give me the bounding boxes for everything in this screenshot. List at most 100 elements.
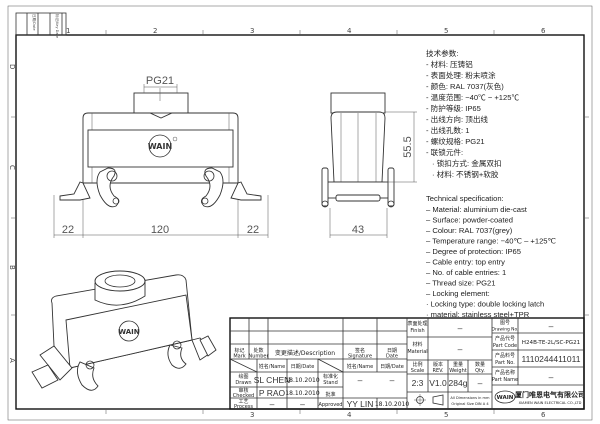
part-no-label-cn: 产品料号 (495, 352, 515, 359)
thread-size-label: PG21 (146, 75, 174, 87)
projection-symbol-icon (414, 394, 444, 406)
iso-foot-left (31, 364, 59, 389)
number-label-cn: 处数 (253, 347, 263, 354)
part-name-label: Part Name (492, 377, 518, 383)
drawn-date: 18.10.2010 (285, 377, 320, 384)
scale-label: Scale (411, 368, 424, 374)
checked-date: 18.10.2010 (285, 390, 320, 397)
title-block: 标记 Mark 处数 Number 变更描述/Description 签名 Si… (229, 317, 585, 410)
material-value: – (458, 344, 463, 354)
revision-date-label: 日期/Date (32, 14, 37, 31)
drawing-no-label-cn: 图号 (500, 320, 510, 326)
approved-date: 18.10.2010 (375, 401, 410, 408)
signature-label: Signature (348, 354, 372, 360)
spec-cn-line: - 材料: 压铸铝 (426, 59, 473, 69)
weight-label: Weight (449, 368, 466, 374)
side-dimension-lines (329, 111, 417, 238)
signature-label-cn: 签名 (355, 347, 365, 354)
checked-label: Checked (233, 393, 254, 399)
spec-cn-line: - 表面处理: 粉末喷涂 (426, 70, 496, 80)
spec-en-line: – Thread size: PG21 (426, 279, 496, 288)
dimension-width: 120 (151, 224, 169, 236)
zone-labels-left: D C B A (8, 64, 16, 363)
spec-en-line: – Colour: RAL 7037(grey) (426, 226, 513, 235)
process-label: Process (234, 404, 253, 410)
mark-label: Mark (233, 354, 245, 360)
company-name: XIAMEN WAIN ELECTRICAL CO.,LTD (519, 401, 582, 405)
part-code-value: H24B-TE-2L/SC-PG21 (522, 340, 581, 346)
number-label: Number (248, 354, 269, 360)
front-band (87, 129, 234, 168)
zone-label: 5 (444, 411, 448, 419)
original-size-note: Original Size DIN A 4 (451, 402, 489, 406)
dimension-left: 22 (62, 224, 74, 236)
rev-label: REV. (433, 368, 444, 374)
name-header: 姓名/Name (259, 363, 285, 370)
zone-label: 4 (347, 27, 352, 35)
weight-value: 284g (449, 378, 468, 388)
drawn-label: Drawn (235, 380, 251, 386)
zone-label: 6 (541, 411, 546, 419)
approved-label: Approved (319, 402, 343, 408)
date-label-cn: 日期 (387, 348, 397, 354)
foot-left (59, 181, 91, 201)
spec-en-line: – Locking element: (426, 289, 490, 298)
process-name: – (270, 399, 275, 409)
date-header: 日期/Date (380, 364, 404, 370)
dimension-height: 55.5 (402, 136, 414, 157)
spec-cn-line: - 防护等级: IP65 (426, 103, 481, 113)
finish-label: Finish (410, 328, 424, 334)
weight-label-cn: 重量 (453, 361, 463, 368)
side-view: 55.5 43 (321, 92, 417, 238)
name-header: 姓名/Name (347, 363, 373, 370)
company-logo: WAIN (494, 390, 516, 404)
part-no-label: Part No. (495, 360, 515, 366)
dimensions-note: All Dimensions in mm (450, 396, 490, 400)
zone-label: D (8, 64, 16, 69)
zone-label: 6 (541, 27, 546, 35)
dimension-depth: 43 (352, 224, 364, 236)
zone-label: 3 (250, 27, 254, 35)
spec-en-line: – Surface: powder-coated (426, 216, 513, 225)
company-logo-text: WAIN (497, 395, 514, 401)
zone-label: B (8, 265, 16, 270)
date-label: Date (386, 354, 398, 360)
spec-cn-line: · 材料: 不锈钢+软胶 (432, 169, 499, 179)
qty-label: Qty. (475, 368, 485, 374)
drawn-name: SL CHEN (254, 375, 291, 385)
spec-en-title: Technical specification: (426, 194, 504, 203)
mark-label-cn: 标记 (234, 347, 244, 354)
zone-label: 1 (66, 27, 70, 35)
spec-en-line: – Temperature range: −40℃ – +125℃ (426, 237, 557, 246)
spec-cn-line: - 出线方向: 顶出线 (426, 114, 488, 124)
checked-name: P RAO (259, 388, 286, 398)
part-no-value: 1110244411011 (522, 354, 581, 364)
spec-chinese: 技术参数: - 材料: 压铸铝 - 表面处理: 粉末喷涂 - 颜色: RAL 7… (426, 48, 519, 179)
wain-logo-icon: WAIN (148, 134, 178, 158)
iso-cable-entry (94, 270, 146, 292)
iso-hook-left (77, 361, 99, 391)
cable-entry-boss (133, 92, 189, 114)
process-label-cn: 工艺 (238, 399, 248, 405)
iso-hook-right (167, 344, 187, 369)
front-view: WAIN PG21 22 120 22 (53, 75, 269, 238)
stand-label-cn: 标准化 (323, 373, 338, 380)
spec-en-line: – Cable entry: top entry (426, 258, 505, 267)
drawn-label-cn: 绘图 (238, 373, 248, 380)
spec-en-line: – Material: aluminium die-cast (426, 205, 528, 214)
zone-ticks (11, 30, 589, 414)
rev-label-cn: 版本 (433, 361, 443, 368)
spec-en-line: – Degree of protection: IP65 (426, 247, 521, 256)
zone-label: 2 (153, 27, 157, 35)
side-boss (330, 92, 386, 114)
scale-label-cn: 比例 (412, 361, 422, 368)
qty-label-cn: 数量 (475, 361, 485, 368)
zone-label: 4 (347, 411, 352, 419)
spec-en-line: – No. of cable entries: 1 (426, 268, 506, 277)
approved-name: YY LIN (347, 399, 374, 409)
locking-hook-left (96, 167, 120, 208)
spec-cn-title: 技术参数: (426, 48, 458, 58)
part-name-label-cn: 产品名称 (495, 369, 515, 376)
zone-labels-top: 1 2 3 4 5 6 (66, 27, 546, 35)
